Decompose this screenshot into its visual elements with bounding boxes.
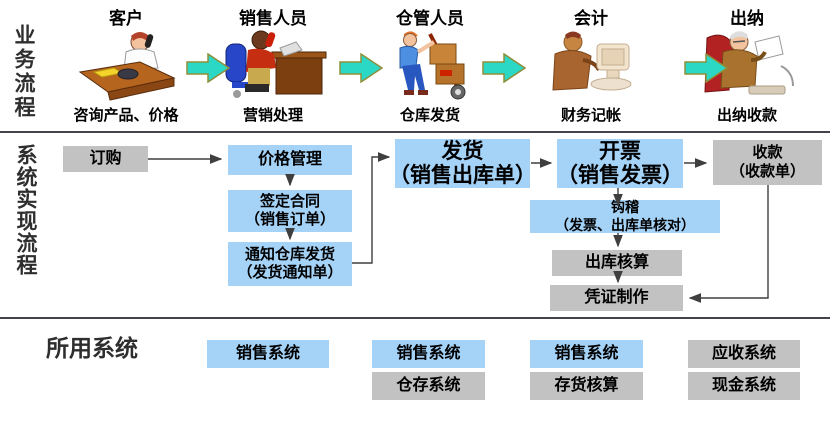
system-box-receivables: 应收系统: [688, 340, 800, 368]
flow-node-order: 订购: [63, 146, 148, 172]
flow-node-stock-accounting: 出库核算: [552, 250, 682, 276]
step-arrow-icon: [482, 53, 526, 83]
section-label-systems-used: 所用系统: [46, 335, 138, 361]
role-title: 仓管人员: [396, 9, 464, 28]
step-arrow-icon: [684, 53, 728, 83]
customer-phone-clipart: [65, 26, 187, 104]
system-box-sales-2: 销售系统: [372, 340, 485, 368]
salesperson-clipart: [212, 26, 334, 104]
role-caption: 仓库发货: [399, 107, 460, 124]
flow-node-invoice: 开票 （销售发票）: [557, 139, 683, 188]
accountant-clipart: [532, 26, 650, 104]
step-arrow-icon: [339, 53, 383, 83]
flow-node-ship: 发货 （销售出库单）: [389, 139, 536, 188]
system-box-sales-1: 销售系统: [207, 340, 329, 368]
flow-node-price-management: 价格管理: [228, 145, 352, 175]
role-title: 销售人员: [239, 9, 307, 28]
role-caption: 咨询产品、价格: [73, 107, 179, 124]
flow-node-reconcile: 钩稽 （发票、出库单核对）: [530, 199, 720, 233]
role-title: 出纳: [730, 9, 764, 28]
role-customer: 客户 咨询产品、价格: [65, 0, 187, 130]
role-accountant: 会计 财务记帐: [532, 0, 650, 130]
flow-node-voucher-creation: 凭证制作: [550, 285, 683, 311]
role-caption: 出纳收款: [716, 107, 777, 124]
section-label-system-flow: 系统实现流程: [14, 144, 37, 276]
warehouse-worker-clipart: [370, 26, 490, 104]
role-title: 客户: [109, 9, 143, 28]
role-title: 会计: [574, 9, 608, 28]
flow-node-notify-warehouse: 通知仓库发货 （发货通知单）: [228, 242, 352, 286]
role-caption: 营销处理: [242, 107, 303, 124]
divider-bottom: [0, 317, 830, 319]
role-caption: 财务记帐: [560, 107, 621, 124]
step-arrow-icon: [186, 53, 230, 83]
system-box-inventory-accounting: 存货核算: [530, 372, 643, 400]
role-warehouse: 仓管人员 仓库发货: [370, 0, 490, 130]
system-box-warehouse: 仓存系统: [372, 372, 485, 400]
flow-node-sign-contract: 签定合同 （销售订单）: [228, 190, 352, 232]
system-box-sales-3: 销售系统: [530, 340, 643, 368]
divider-top: [0, 131, 830, 133]
role-sales: 销售人员 营销处理: [212, 0, 334, 130]
section-label-business-flow: 业务流程: [12, 24, 35, 120]
flow-node-receive-payment: 收款 （收款单）: [713, 140, 822, 185]
system-box-cash: 现金系统: [688, 372, 800, 400]
